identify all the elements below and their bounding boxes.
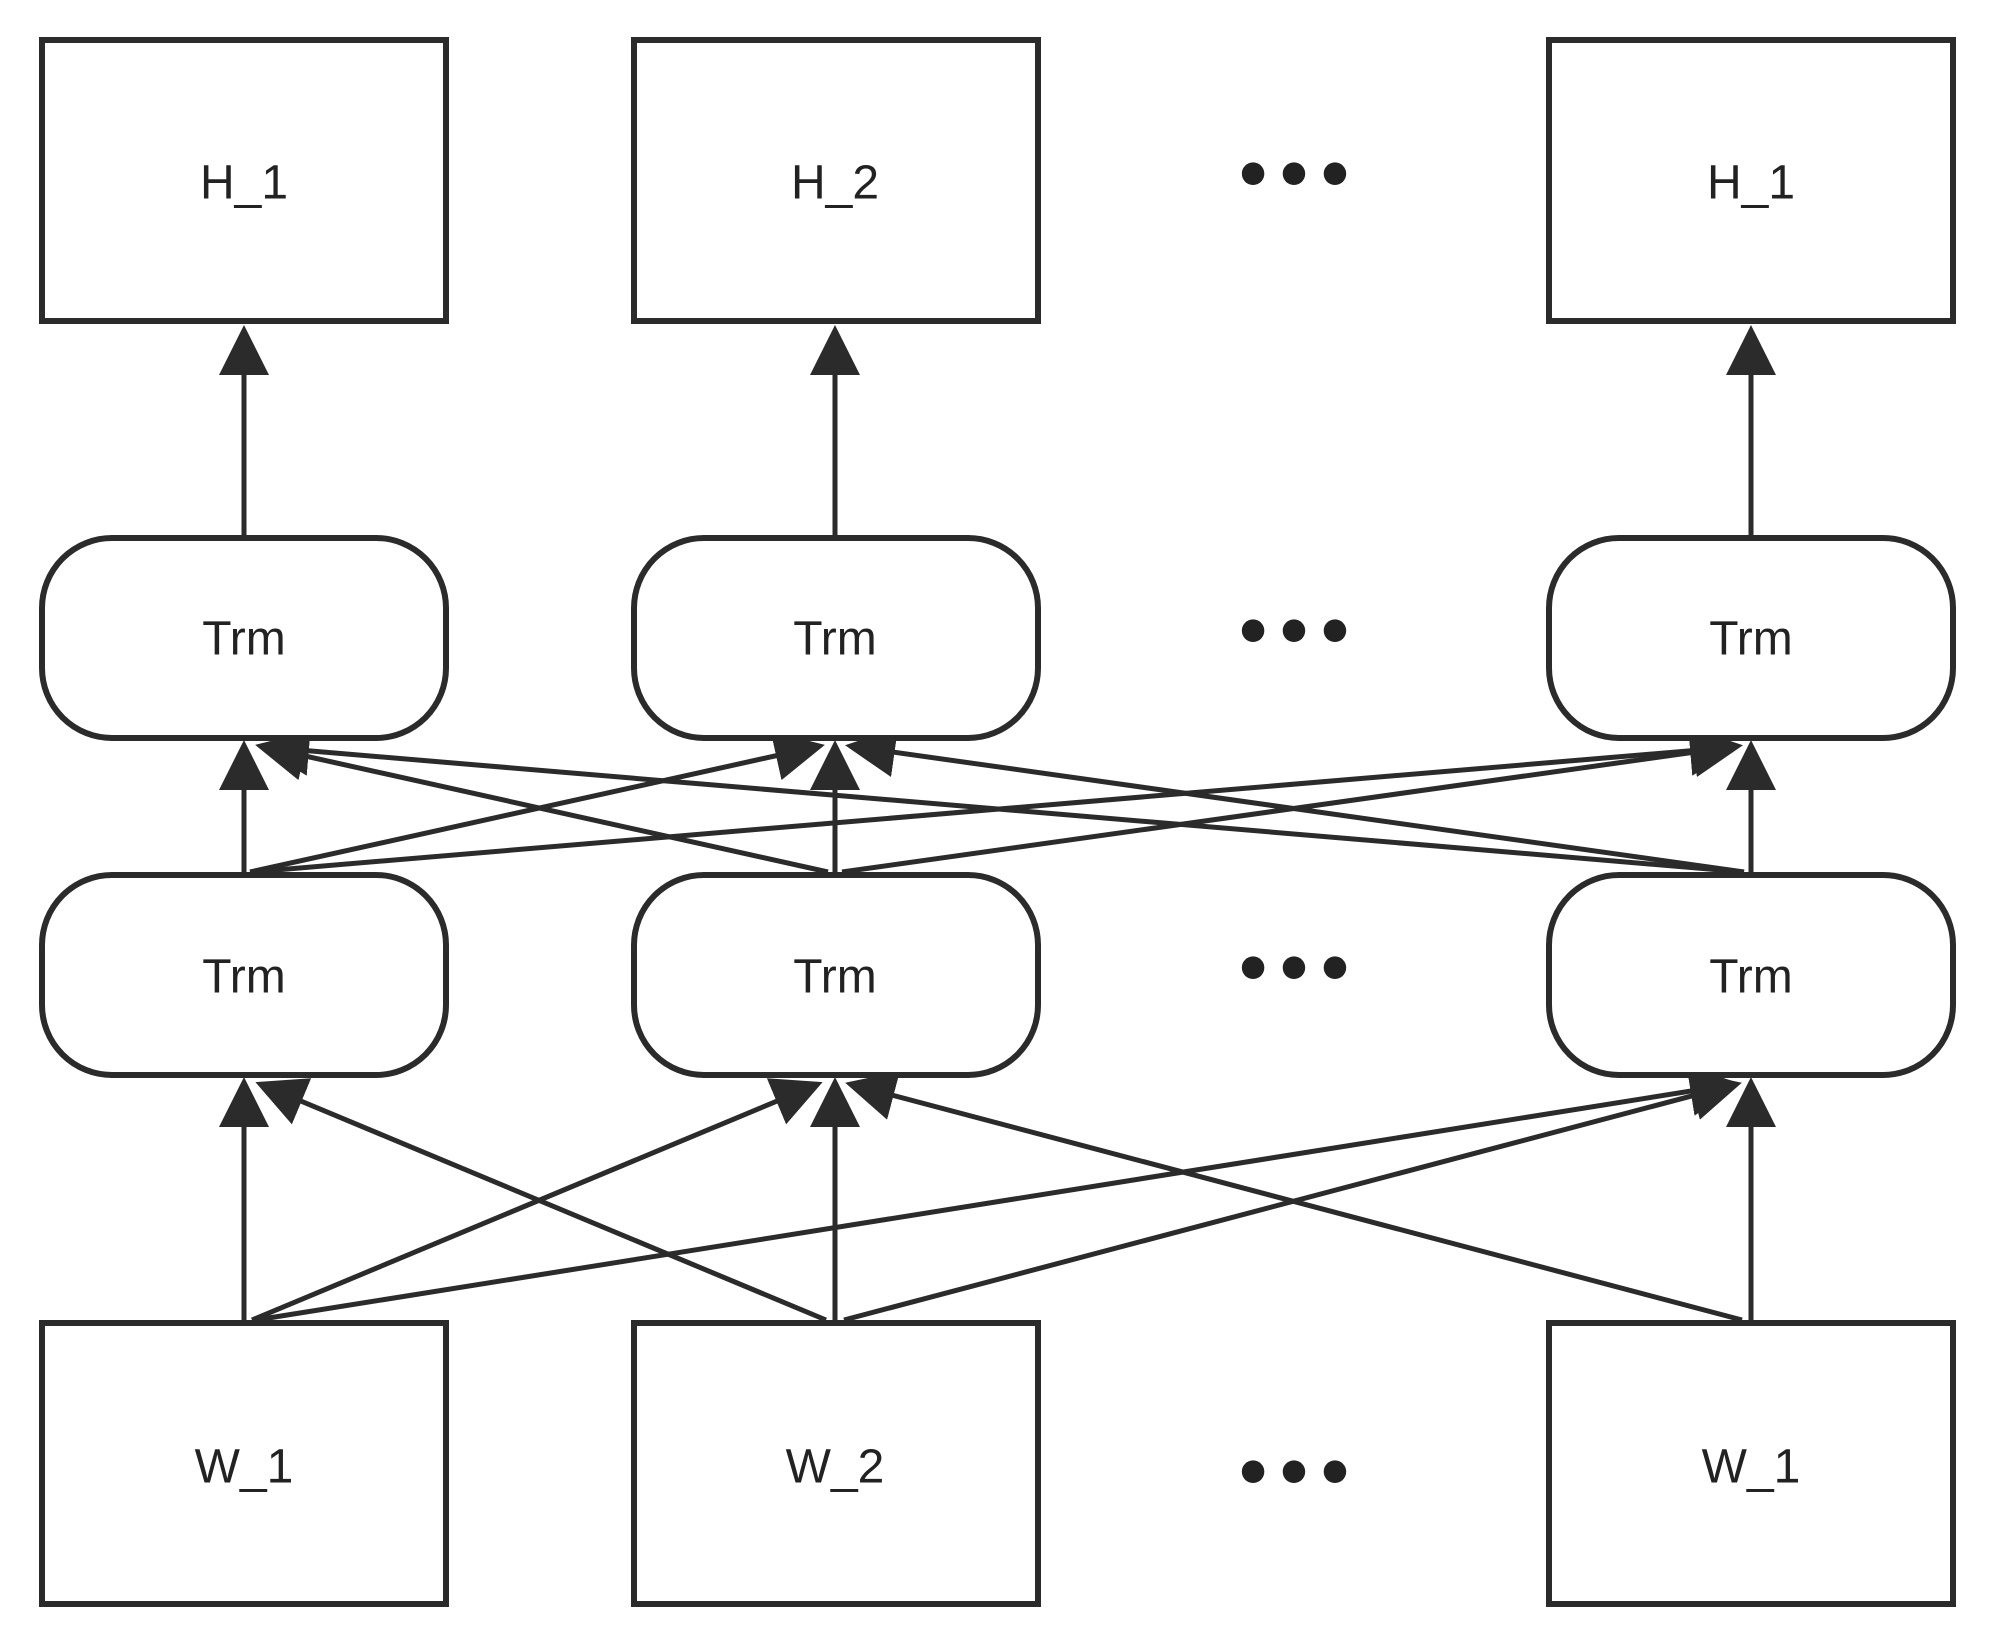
upper-trm-node-2-label: Trm <box>793 613 877 666</box>
output-node-h-2-label: H_2 <box>791 157 879 210</box>
input-node-w-3 <box>1546 1320 1956 1607</box>
arrow-w-3-to-lower-2 <box>845 1071 1743 1323</box>
upper-trm-node-3 <box>1546 535 1956 741</box>
lower-trm-node-1 <box>39 872 449 1078</box>
output-node-h-3 <box>1546 37 1956 324</box>
lower-trm-node-1-label: Trm <box>202 951 286 1004</box>
output-node-h-2 <box>631 37 1041 324</box>
upper-transformer-row: Trm Trm ••• Trm <box>39 535 1956 741</box>
lower-trm-node-2-label: Trm <box>793 951 877 1004</box>
arrow-lower-3-to-upper-2 <box>845 727 1745 875</box>
input-node-w-2 <box>631 1320 1041 1607</box>
upper-trm-row-ellipsis: ••• <box>1233 597 1356 671</box>
output-node-h-1 <box>39 37 449 324</box>
arrow-lower-3-to-upper-1 <box>259 725 1745 875</box>
output-node-h-1-label: H_1 <box>200 157 288 210</box>
upper-trm-node-1 <box>39 535 449 741</box>
upper-trm-node-1-label: Trm <box>202 613 286 666</box>
input-row: W_1 W_2 ••• W_1 <box>39 1320 1956 1607</box>
lower-trm-node-3 <box>1546 872 1956 1078</box>
lower-trm-node-2 <box>631 872 1041 1078</box>
output-row-ellipsis: ••• <box>1233 140 1356 214</box>
input-node-w-1 <box>39 1320 449 1607</box>
input-node-w-3-label: W_1 <box>1702 1441 1801 1494</box>
arrow-w-1-to-lower-3 <box>255 1066 1740 1323</box>
lower-trm-node-3-label: Trm <box>1709 951 1793 1004</box>
output-row: H_1 H_2 ••• H_1 <box>39 37 1956 324</box>
arrow-lower-2-to-upper-1 <box>255 731 829 875</box>
input-node-w-2-label: W_2 <box>786 1441 885 1494</box>
edges-layer <box>219 325 1776 1323</box>
arrow-w-2-to-lower-1 <box>255 1078 827 1323</box>
upper-trm-node-3-label: Trm <box>1709 613 1793 666</box>
arrow-w-1-to-lower-2 <box>251 1078 823 1323</box>
input-node-w-1-label: W_1 <box>195 1441 294 1494</box>
upper-trm-node-2 <box>631 535 1041 741</box>
output-node-h-3-label: H_1 <box>1707 157 1795 210</box>
lower-transformer-row: Trm Trm ••• Trm <box>39 872 1956 1078</box>
lower-trm-row-ellipsis: ••• <box>1233 934 1356 1008</box>
input-row-ellipsis: ••• <box>1233 1438 1356 1512</box>
